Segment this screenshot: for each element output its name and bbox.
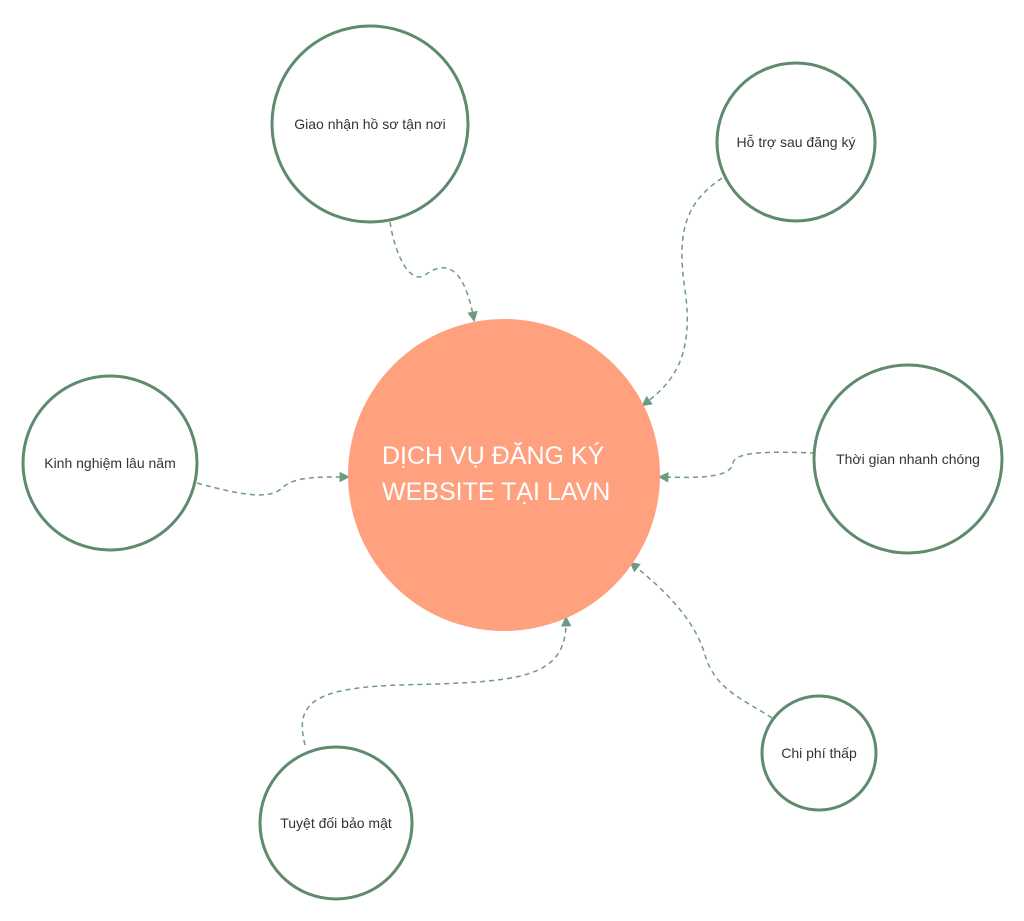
- connector-bao-mat: [301, 615, 572, 746]
- connectors: [196, 177, 816, 746]
- connector-ho-tro: [641, 177, 723, 407]
- node-circle-chi-phi: [760, 694, 878, 812]
- node-circle-bao-mat: [258, 745, 414, 901]
- connector-thoi-gian: [657, 451, 816, 483]
- node-label-thoi-gian: Thời gian nhanh chóng: [836, 451, 980, 467]
- node-circle-ho-tro: [715, 61, 877, 223]
- center-node: DỊCH VỤ ĐĂNG KÝ WEBSITE TẠI LAVN: [348, 319, 660, 631]
- center-circle: [348, 319, 660, 631]
- connector-chi-phi: [629, 561, 773, 719]
- center-title-line2: WEBSITE TẠI LAVN: [382, 478, 610, 506]
- node-label-bao-mat: Tuyệt đối bảo mật: [280, 815, 392, 831]
- node-circle-giao-nhan: [270, 24, 470, 224]
- connector-giao-nhan: [389, 221, 478, 323]
- connector-kinh-nghiem: [196, 471, 351, 496]
- node-label-ho-tro: Hỗ trợ sau đăng ký: [737, 134, 856, 150]
- center-title-line1: DỊCH VỤ ĐĂNG KÝ: [382, 441, 605, 470]
- node-circle-thoi-gian: [812, 363, 1004, 555]
- node-circle-kinh-nghiem: [21, 374, 199, 552]
- node-label-giao-nhan: Giao nhận hồ sơ tận nơi: [294, 116, 445, 132]
- node-label-kinh-nghiem: Kinh nghiệm lâu năm: [44, 455, 176, 471]
- node-label-chi-phi: Chi phí thấp: [781, 745, 857, 761]
